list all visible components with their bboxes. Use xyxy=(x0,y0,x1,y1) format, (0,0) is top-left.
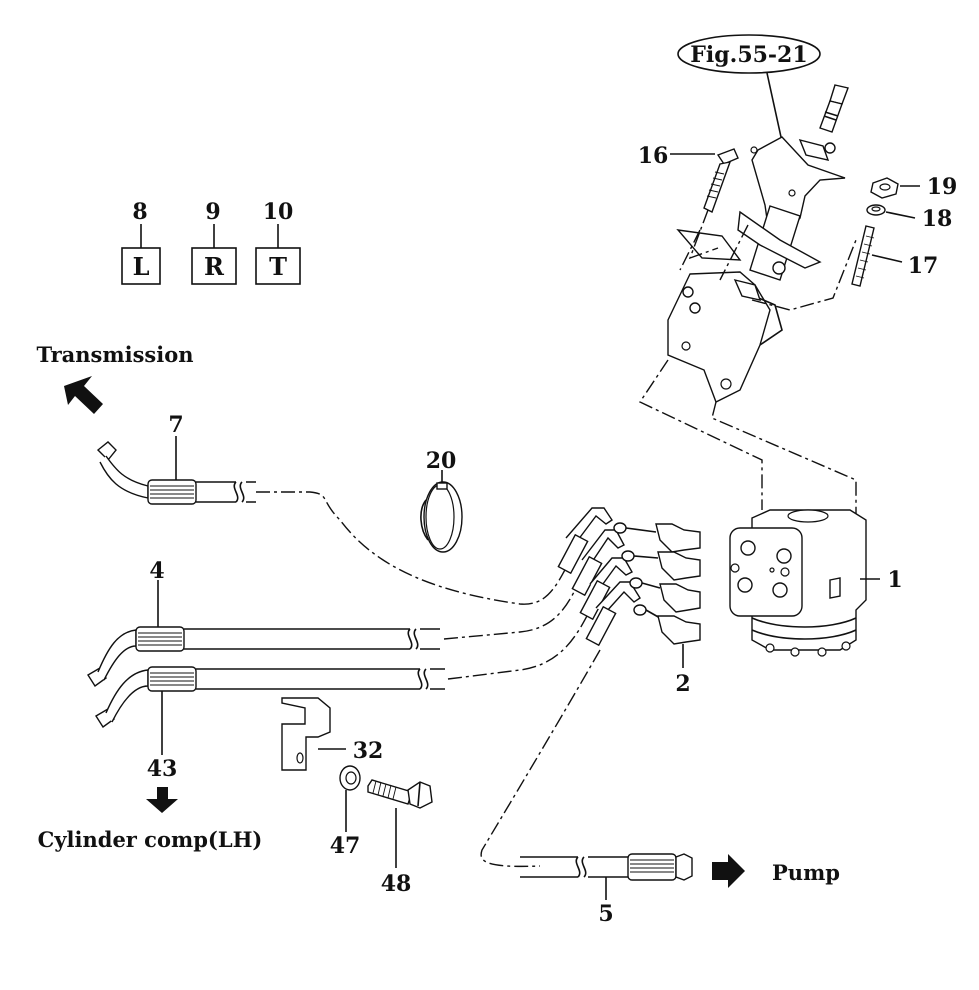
part-1-steering-unit xyxy=(729,509,867,657)
part-48-bolt xyxy=(367,779,433,809)
part-5-hose xyxy=(480,649,693,881)
callout-5[interactable]: 5 xyxy=(598,901,613,927)
callout-17[interactable]: 17 xyxy=(908,253,939,279)
steering-column-bracket xyxy=(638,84,857,520)
figure-reference[interactable]: Fig.55-21 xyxy=(677,34,821,74)
figure-reference-text: Fig.55-21 xyxy=(690,42,807,68)
arrow-right-icon xyxy=(712,854,745,888)
arrow-down-icon xyxy=(146,787,178,813)
callout-19[interactable]: 19 xyxy=(927,174,958,200)
destination-cylinder-label: Cylinder comp(LH) xyxy=(38,827,263,852)
marking-letter-t: T xyxy=(269,252,287,281)
arrow-up-left-icon xyxy=(64,376,103,414)
part-17-stud xyxy=(851,225,875,287)
marking-label-tank: 10 T xyxy=(255,199,301,285)
callout-43[interactable]: 43 xyxy=(147,756,178,782)
callout-47[interactable]: 47 xyxy=(330,833,361,859)
part-47-washer xyxy=(339,765,361,791)
marking-label-right: 9 R xyxy=(191,199,237,285)
figure-reference-leader xyxy=(766,72,782,138)
callout-7[interactable]: 7 xyxy=(168,412,183,438)
callout-20[interactable]: 20 xyxy=(426,448,457,474)
callout-1[interactable]: 1 xyxy=(887,567,902,593)
callout-32[interactable]: 32 xyxy=(353,738,384,764)
callout-2[interactable]: 2 xyxy=(675,671,690,697)
callout-8[interactable]: 8 xyxy=(132,199,147,225)
callout-18-leader xyxy=(885,211,916,219)
part-43-hose xyxy=(95,599,596,729)
part-19-nut xyxy=(870,177,899,199)
part-2-adapters xyxy=(625,523,701,645)
hose-end-fittings xyxy=(557,507,647,647)
callout-16[interactable]: 16 xyxy=(638,143,669,169)
marking-letter-l: L xyxy=(133,252,150,281)
marking-label-left: 8 L xyxy=(121,199,161,285)
callout-4[interactable]: 4 xyxy=(149,558,164,584)
part-32-bracket xyxy=(281,697,331,771)
destination-transmission-label: Transmission xyxy=(37,342,194,367)
callout-9[interactable]: 9 xyxy=(205,199,220,225)
callout-10[interactable]: 10 xyxy=(263,199,294,225)
part-20-clamp xyxy=(420,481,463,553)
part-18-washer xyxy=(866,204,886,216)
part-4-hose xyxy=(87,569,586,688)
callout-18[interactable]: 18 xyxy=(922,206,953,232)
part-16-bolt xyxy=(688,148,739,260)
callout-17-leader xyxy=(871,254,903,263)
callout-48[interactable]: 48 xyxy=(381,871,412,897)
destination-pump-label: Pump xyxy=(772,860,840,885)
figure-reference-oval xyxy=(677,34,821,74)
part-7-hose xyxy=(96,441,571,605)
marking-letter-r: R xyxy=(204,252,225,281)
